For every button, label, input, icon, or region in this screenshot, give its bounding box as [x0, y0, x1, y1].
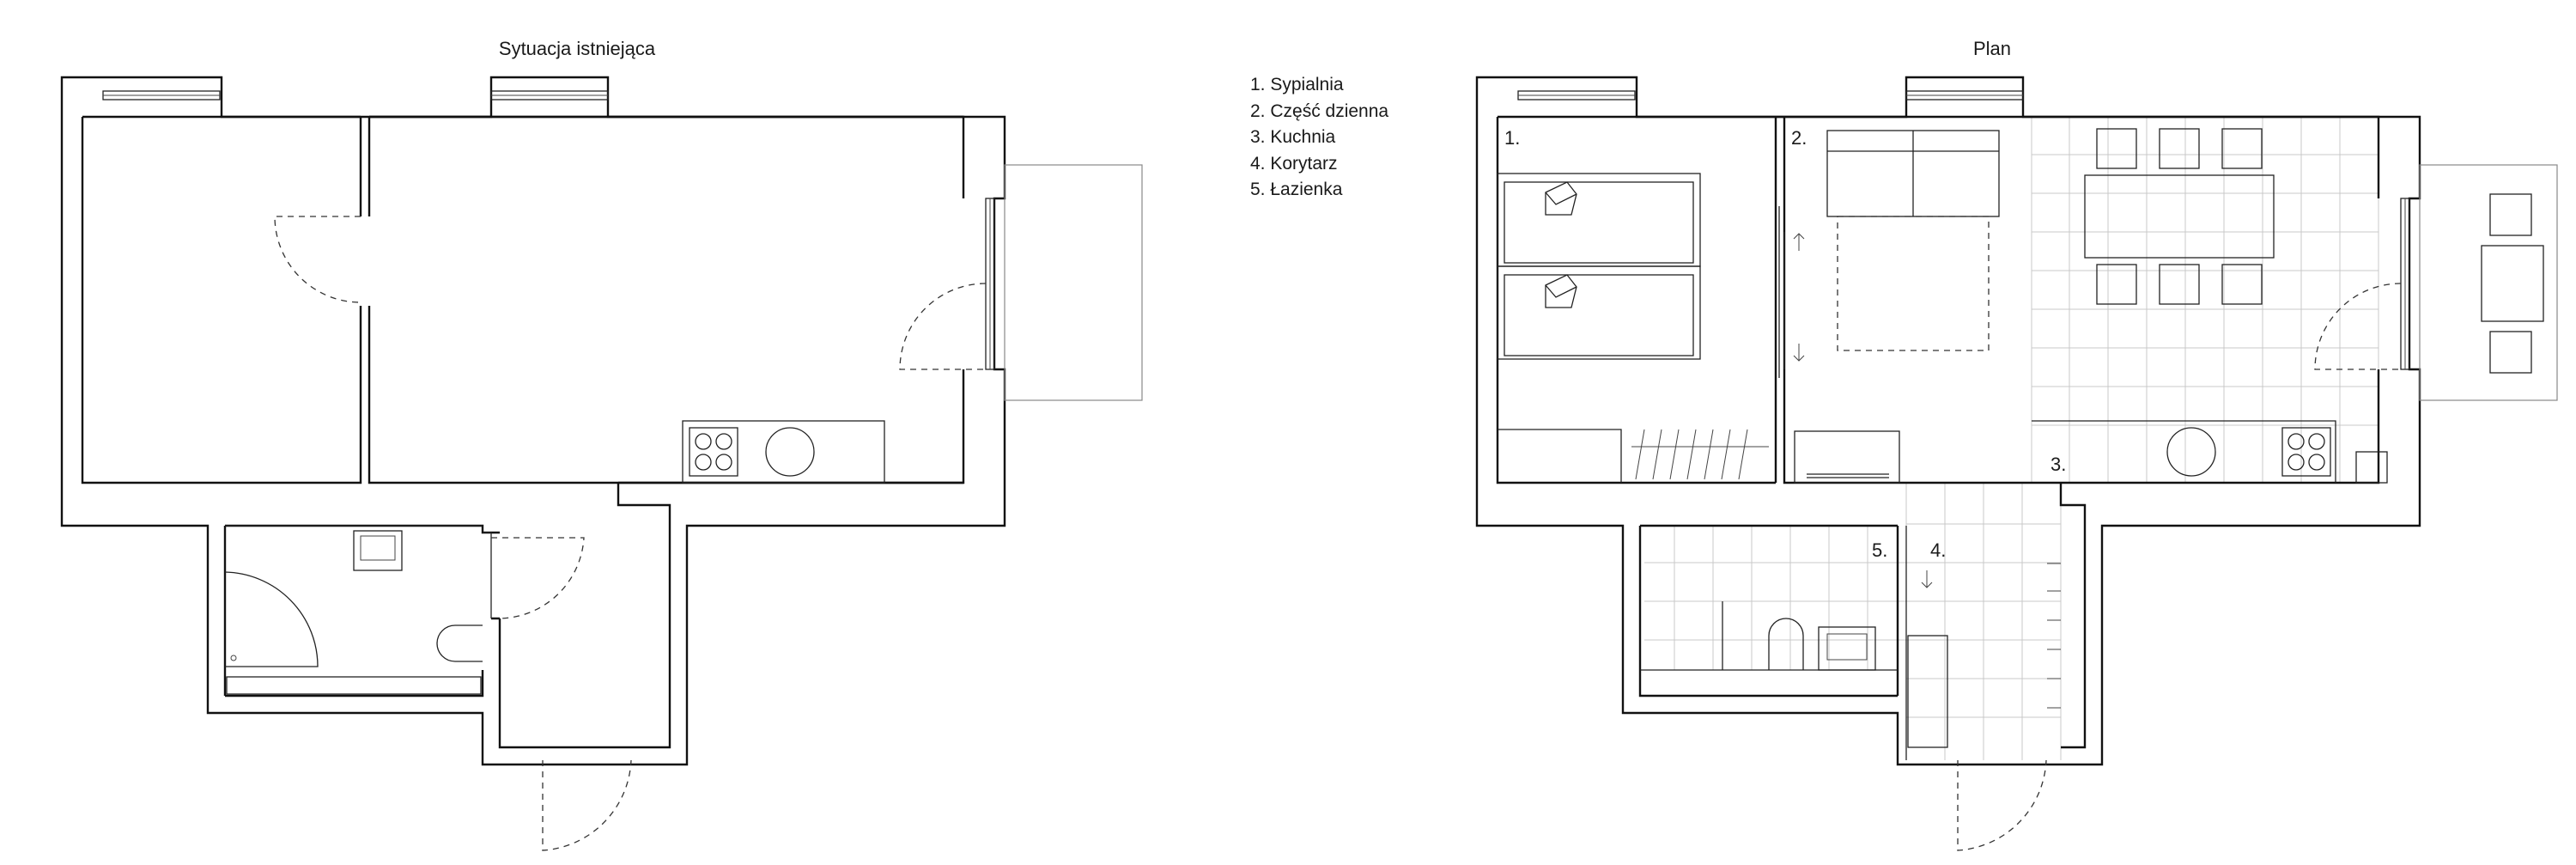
existing-balcony: [1004, 164, 1143, 401]
new-bathroom-fixtures: [1640, 570, 1933, 671]
room-number-bathroom: 5.: [1872, 539, 1888, 561]
existing-bath-door-swing: [491, 537, 585, 619]
room-number-living: 2.: [1791, 127, 1807, 149]
legend-item-bathroom: 5. Łazienka: [1250, 180, 1343, 199]
bedroom-wardrobe: [1498, 429, 1769, 483]
existing-bedroom-door-swing: [274, 216, 361, 303]
living-sofa: [1826, 130, 2000, 351]
new-floor-plan: [1475, 76, 2558, 851]
new-balcony-door-swing: [2314, 283, 2402, 370]
existing-inner-wall: [81, 115, 965, 484]
new-inner-wall: [1496, 115, 2380, 484]
new-kitchen-counter: [2032, 420, 2388, 484]
existing-bathroom-fixtures: [224, 530, 483, 695]
dining-table: [2084, 128, 2275, 305]
new-plan-title: Plan: [1972, 38, 2012, 59]
living-desk: [1794, 430, 1900, 484]
room-legend: 1. Sypialnia 2. Część dzienna 3. Kuchnia…: [1250, 72, 1388, 204]
legend-item-living: 2. Część dzienna: [1250, 101, 1389, 121]
corridor-wardrobe: [1907, 563, 2061, 748]
existing-kitchen-counter: [682, 420, 885, 484]
kitchen-floor-tiles: [2031, 117, 2379, 483]
sliding-door: [1778, 206, 1805, 378]
bath-corridor-floor-tiles: [1644, 483, 2062, 760]
bedroom-beds: [1497, 173, 1701, 360]
existing-floor-plan: [60, 76, 1143, 851]
new-corridor-wall: [1638, 483, 2087, 749]
legend-item-kitchen: 3. Kuchnia: [1250, 127, 1336, 147]
existing-plan-title: Sytuacja istniejąca: [498, 38, 656, 59]
existing-bath-partition: [225, 525, 492, 618]
new-entry-door-swing: [1957, 759, 2047, 851]
room-number-kitchen: 3.: [2050, 454, 2067, 475]
existing-windows: [102, 90, 995, 370]
room-number-bedroom: 1.: [1504, 127, 1521, 149]
new-windows: [1517, 90, 2410, 370]
room-number-corridor: 4.: [1930, 539, 1947, 561]
existing-balcony-door-swing: [899, 283, 987, 370]
existing-corridor-wall: [223, 481, 963, 749]
existing-entry-door-swing: [542, 759, 632, 851]
new-balcony: [2419, 164, 2558, 401]
legend-item-corridor: 4. Korytarz: [1250, 153, 1338, 174]
legend-item-bedroom: 1. Sypialnia: [1250, 75, 1344, 94]
